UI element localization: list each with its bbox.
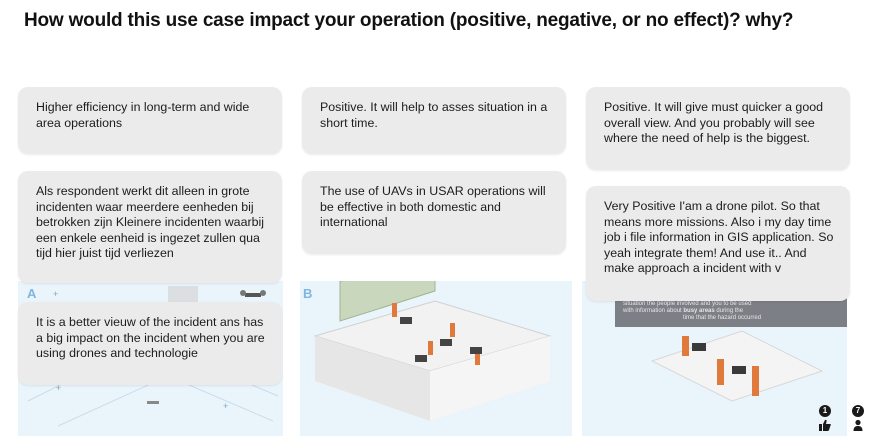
- thumbs-up-icon: [819, 419, 831, 431]
- responders-illustration: [650, 330, 824, 402]
- response-card: Positive. It will give must quicker a go…: [586, 87, 850, 170]
- illustration-panel-b: B: [300, 281, 572, 436]
- likes-count: 1: [819, 405, 831, 417]
- response-card: Higher efficiency in long-term and wide …: [18, 87, 282, 154]
- drone-icon: [147, 401, 159, 404]
- person-icon: [853, 419, 863, 431]
- drone-icon: [240, 290, 266, 297]
- panel-a-letter: A: [27, 286, 37, 301]
- response-card: Positive. It will help to asses situatio…: [302, 87, 566, 154]
- participants-count: 7: [852, 405, 864, 417]
- office-illustration: [313, 281, 552, 421]
- response-card: Als respondent werkt dit alleen in grote…: [18, 171, 282, 283]
- participants-button[interactable]: 7: [852, 405, 864, 431]
- response-card: The use of UAVs in USAR operations will …: [302, 171, 566, 254]
- like-button[interactable]: 1: [819, 405, 831, 431]
- response-card: It is a better vieuw of the incident ans…: [18, 302, 282, 385]
- question-title: How would this use case impact your oper…: [24, 10, 794, 31]
- svg-text:+: +: [56, 383, 61, 393]
- svg-text:+: +: [223, 401, 228, 411]
- svg-text:+: +: [53, 289, 58, 299]
- response-card: Very Positive I'am a drone pilot. So tha…: [586, 186, 850, 301]
- panel-b-letter: B: [303, 286, 313, 301]
- illustration-panel-c: situation the people involved and you to…: [582, 281, 847, 436]
